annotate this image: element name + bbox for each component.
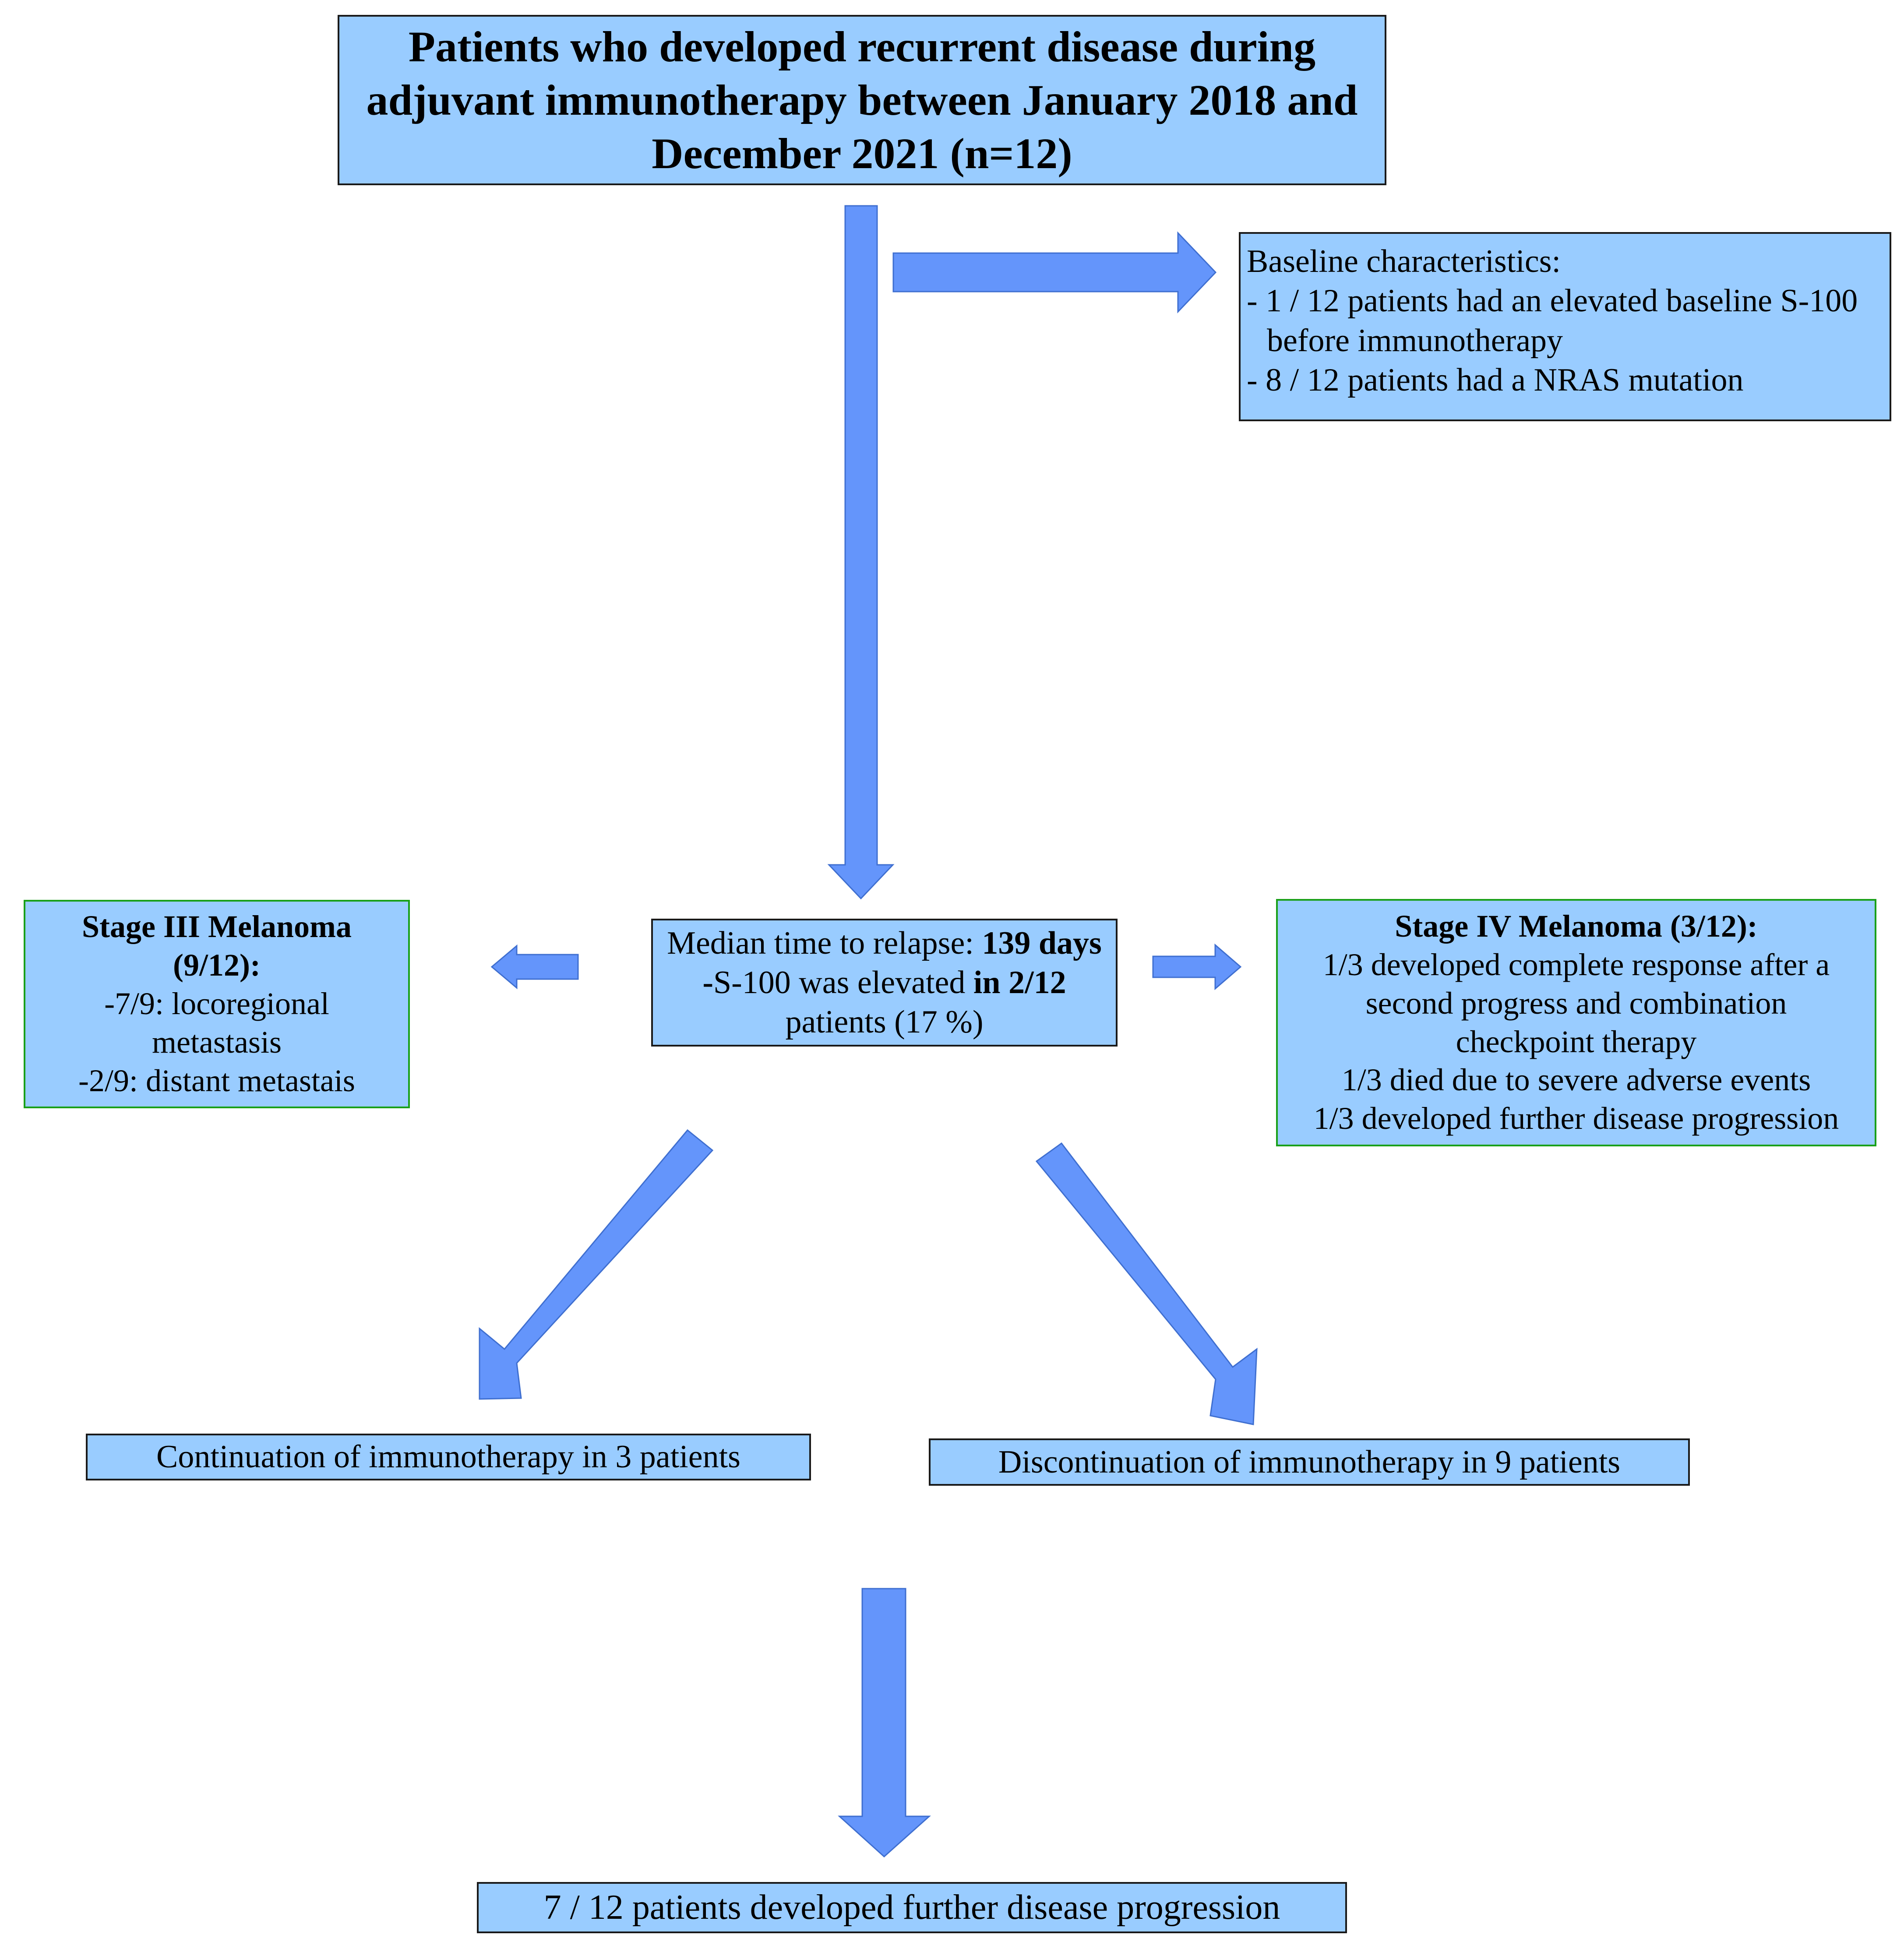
- stage4-box: Stage IV Melanoma (3/12): 1/3 developed …: [1276, 899, 1876, 1146]
- median-s100-count: in 2/12: [973, 964, 1066, 1001]
- baseline-characteristics-box: Baseline characteristics: - 1 / 12 patie…: [1239, 232, 1891, 421]
- arrow-diagonal-discontinuation: [1035, 1142, 1258, 1425]
- stage4-line-1: 1/3 developed complete response after a: [1322, 947, 1830, 982]
- median-dash: -: [702, 964, 713, 1001]
- stage3-heading: Stage III Melanoma: [82, 909, 352, 945]
- baseline-item-1-cont: before immunotherapy: [1267, 322, 1563, 359]
- median-line-1: Median time to relapse: 139 days: [653, 923, 1116, 963]
- baseline-item-1: - 1 / 12 patients had an elevated baseli…: [1247, 283, 1858, 319]
- arrow-left-stage3: [490, 944, 579, 990]
- continuation-box: Continuation of immunotherapy in 3 patie…: [86, 1434, 811, 1480]
- median-line-2: -S-100 was elevated in 2/12: [653, 963, 1116, 1002]
- arrow-down-main: [827, 205, 895, 900]
- stage3-line-2: metastasis: [152, 1024, 282, 1060]
- median-days: 139 days: [982, 925, 1102, 961]
- stage4-line-5: 1/3 developed further disease progressio…: [1313, 1101, 1839, 1136]
- arrow-right-stage4: [1152, 943, 1242, 990]
- stage3-line-3: -2/9: distant metastais: [78, 1063, 355, 1098]
- median-s100: S-100 was elevated: [713, 964, 973, 1001]
- stage4-heading: Stage IV Melanoma (3/12):: [1395, 909, 1758, 944]
- stage4-line-2: second progress and combination: [1365, 985, 1787, 1021]
- stage3-box: Stage III Melanoma (9/12): -7/9: locoreg…: [24, 900, 410, 1108]
- title-box: Patients who developed recurrent disease…: [338, 15, 1386, 185]
- final-outcome-text: 7 / 12 patients developed further diseas…: [543, 1888, 1280, 1927]
- stage4-line-3: checkpoint therapy: [1456, 1024, 1697, 1059]
- stage3-line-1: -7/9: locoregional: [104, 986, 329, 1022]
- arrow-right-baseline: [892, 231, 1217, 314]
- arrow-down-final: [838, 1588, 931, 1858]
- stage3-count: (9/12):: [173, 948, 261, 983]
- discontinuation-box: Discontinuation of immunotherapy in 9 pa…: [929, 1438, 1690, 1486]
- median-label: Median time to relapse:: [667, 925, 982, 961]
- stage4-line-4: 1/3 died due to severe adverse events: [1341, 1062, 1811, 1098]
- median-relapse-box: Median time to relapse: 139 days -S-100 …: [651, 919, 1118, 1047]
- baseline-heading: Baseline characteristics:: [1247, 243, 1561, 279]
- continuation-text: Continuation of immunotherapy in 3 patie…: [156, 1439, 740, 1475]
- title-text: Patients who developed recurrent disease…: [366, 22, 1358, 178]
- arrow-diagonal-continuation: [479, 1129, 714, 1400]
- discontinuation-text: Discontinuation of immunotherapy in 9 pa…: [998, 1444, 1621, 1480]
- median-line-3: patients (17 %): [785, 1004, 984, 1040]
- baseline-item-2: - 8 / 12 patients had a NRAS mutation: [1247, 362, 1744, 398]
- final-outcome-box: 7 / 12 patients developed further diseas…: [477, 1882, 1347, 1933]
